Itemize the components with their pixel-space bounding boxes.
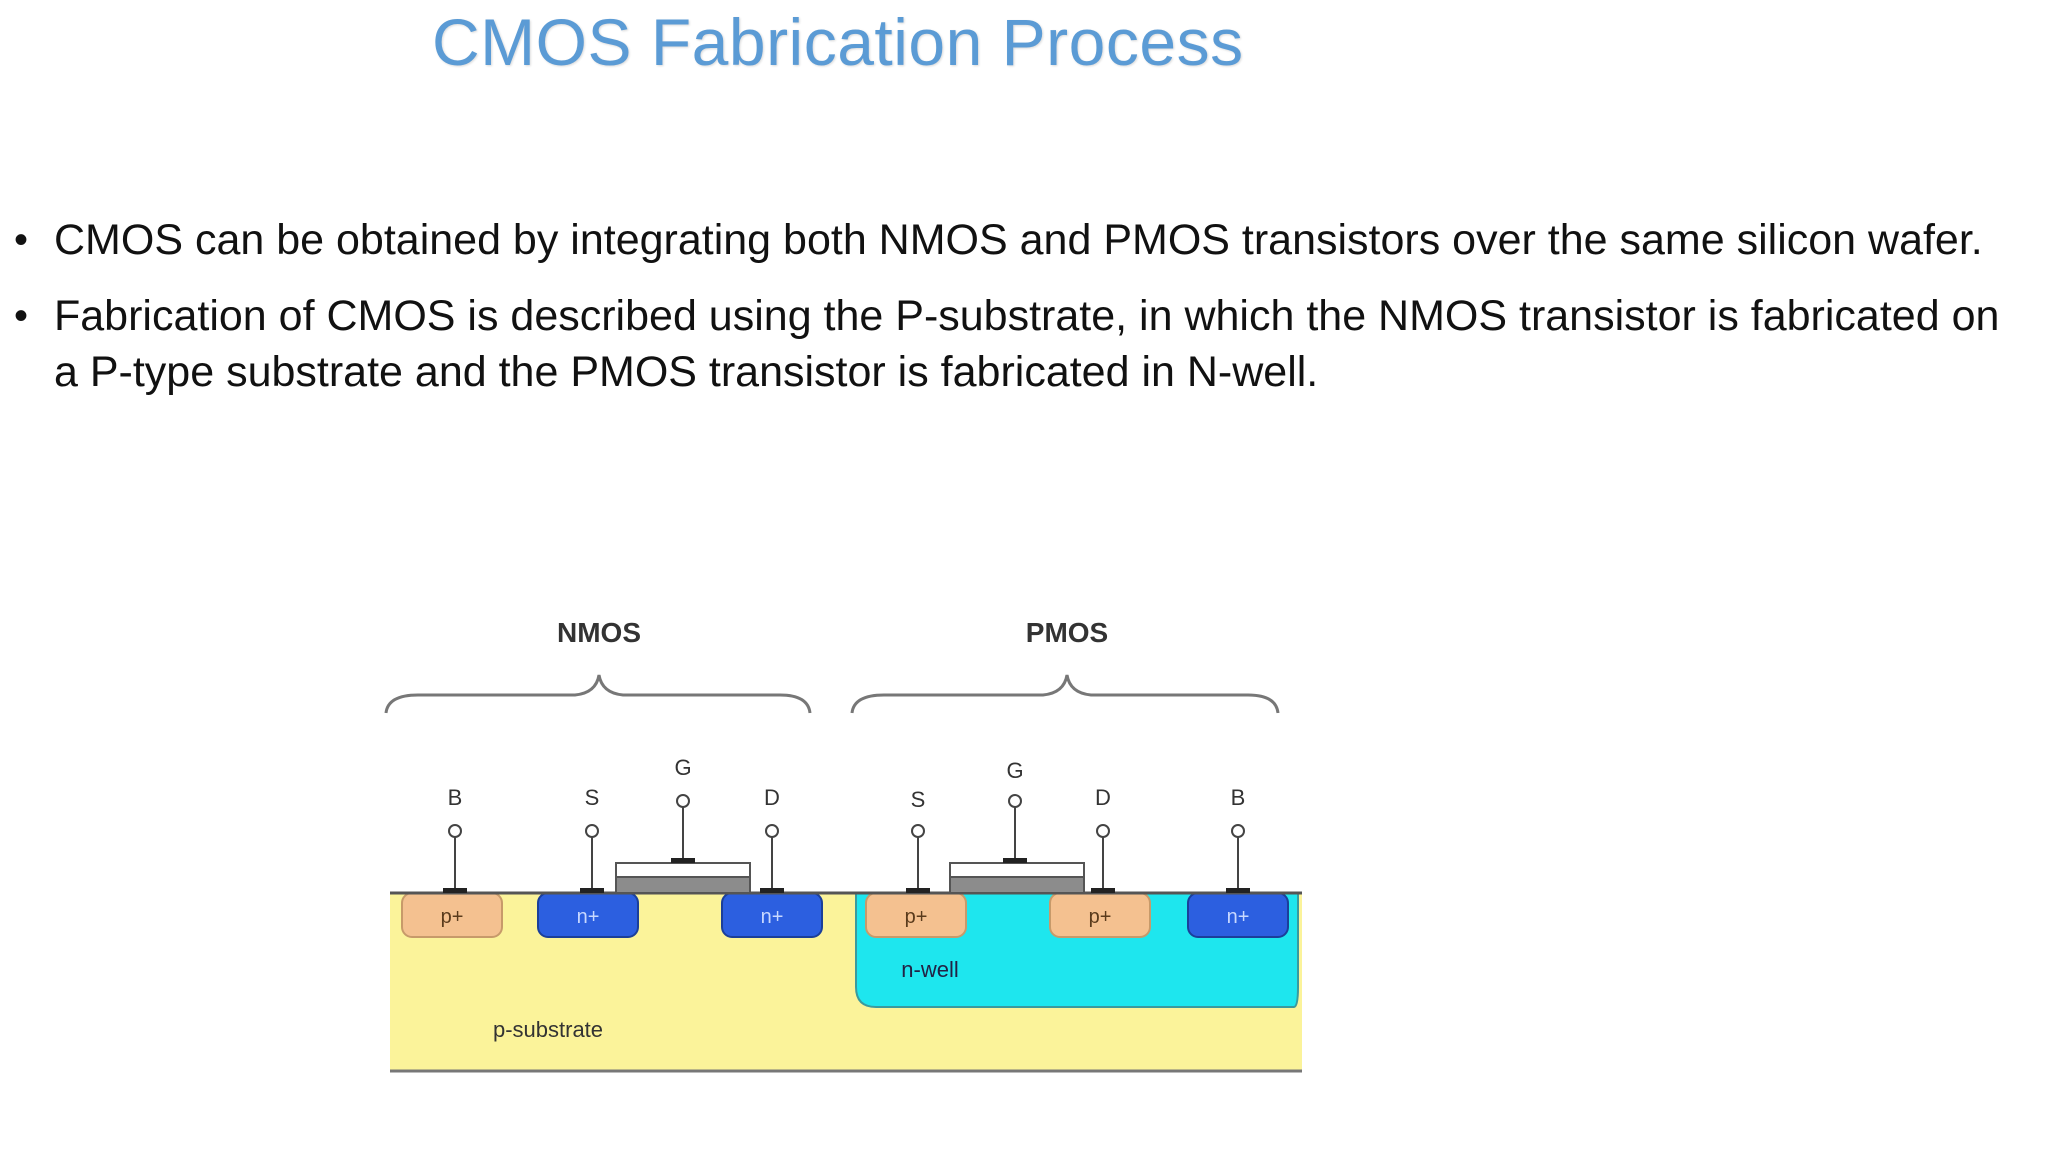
pmos-group-label: PMOS (1026, 617, 1108, 648)
nmos-drain-region-label: n+ (761, 906, 784, 928)
bullet-marker: • (14, 294, 29, 338)
nmos-source-label: S (585, 785, 600, 810)
bullet-item: • Fabrication of CMOS is described using… (0, 288, 2014, 400)
nmos-brace (384, 674, 812, 714)
nmos-drain-terminal (760, 824, 784, 893)
nmos-body-terminal (443, 824, 467, 893)
pmos-drain-region-label: p+ (1089, 906, 1112, 928)
nmos-gate-stack (615, 862, 751, 894)
pmos-brace (850, 674, 1280, 714)
bullet-item: • CMOS can be obtained by integrating bo… (0, 212, 2014, 268)
nmos-body-region-label: p+ (441, 906, 464, 928)
n-well-label: n-well (901, 957, 958, 982)
nmos-gate-label: G (674, 755, 691, 780)
pmos-body-label: B (1231, 785, 1246, 810)
bullet-list: • CMOS can be obtained by integrating bo… (0, 212, 2048, 420)
pmos-gate-stack (949, 862, 1085, 894)
pmos-drain-label: D (1095, 785, 1111, 810)
bullet-marker: • (14, 218, 29, 262)
pmos-body-terminal (1226, 824, 1250, 893)
pmos-gate-terminal (1003, 794, 1027, 863)
p-substrate-label: p-substrate (493, 1017, 603, 1042)
cmos-cross-section-diagram: NMOS PMOS (384, 617, 1302, 1073)
pmos-body-region-label: n+ (1227, 906, 1250, 928)
pmos-source-label: S (911, 787, 926, 812)
pmos-drain-terminal (1091, 824, 1115, 893)
pmos-source-region-label: p+ (905, 906, 928, 928)
nmos-gate-terminal (671, 794, 695, 863)
bullet-text: CMOS can be obtained by integrating both… (54, 216, 1983, 264)
nmos-source-region-label: n+ (577, 906, 600, 928)
bullet-text: Fabrication of CMOS is described using t… (54, 292, 2000, 396)
nmos-group-label: NMOS (557, 617, 641, 648)
nmos-drain-label: D (764, 785, 780, 810)
pmos-gate-label: G (1006, 758, 1023, 783)
nmos-source-terminal (580, 824, 604, 893)
slide-title: CMOS Fabrication Process (432, 5, 1244, 79)
pmos-source-terminal (906, 824, 930, 893)
nmos-body-label: B (448, 785, 463, 810)
